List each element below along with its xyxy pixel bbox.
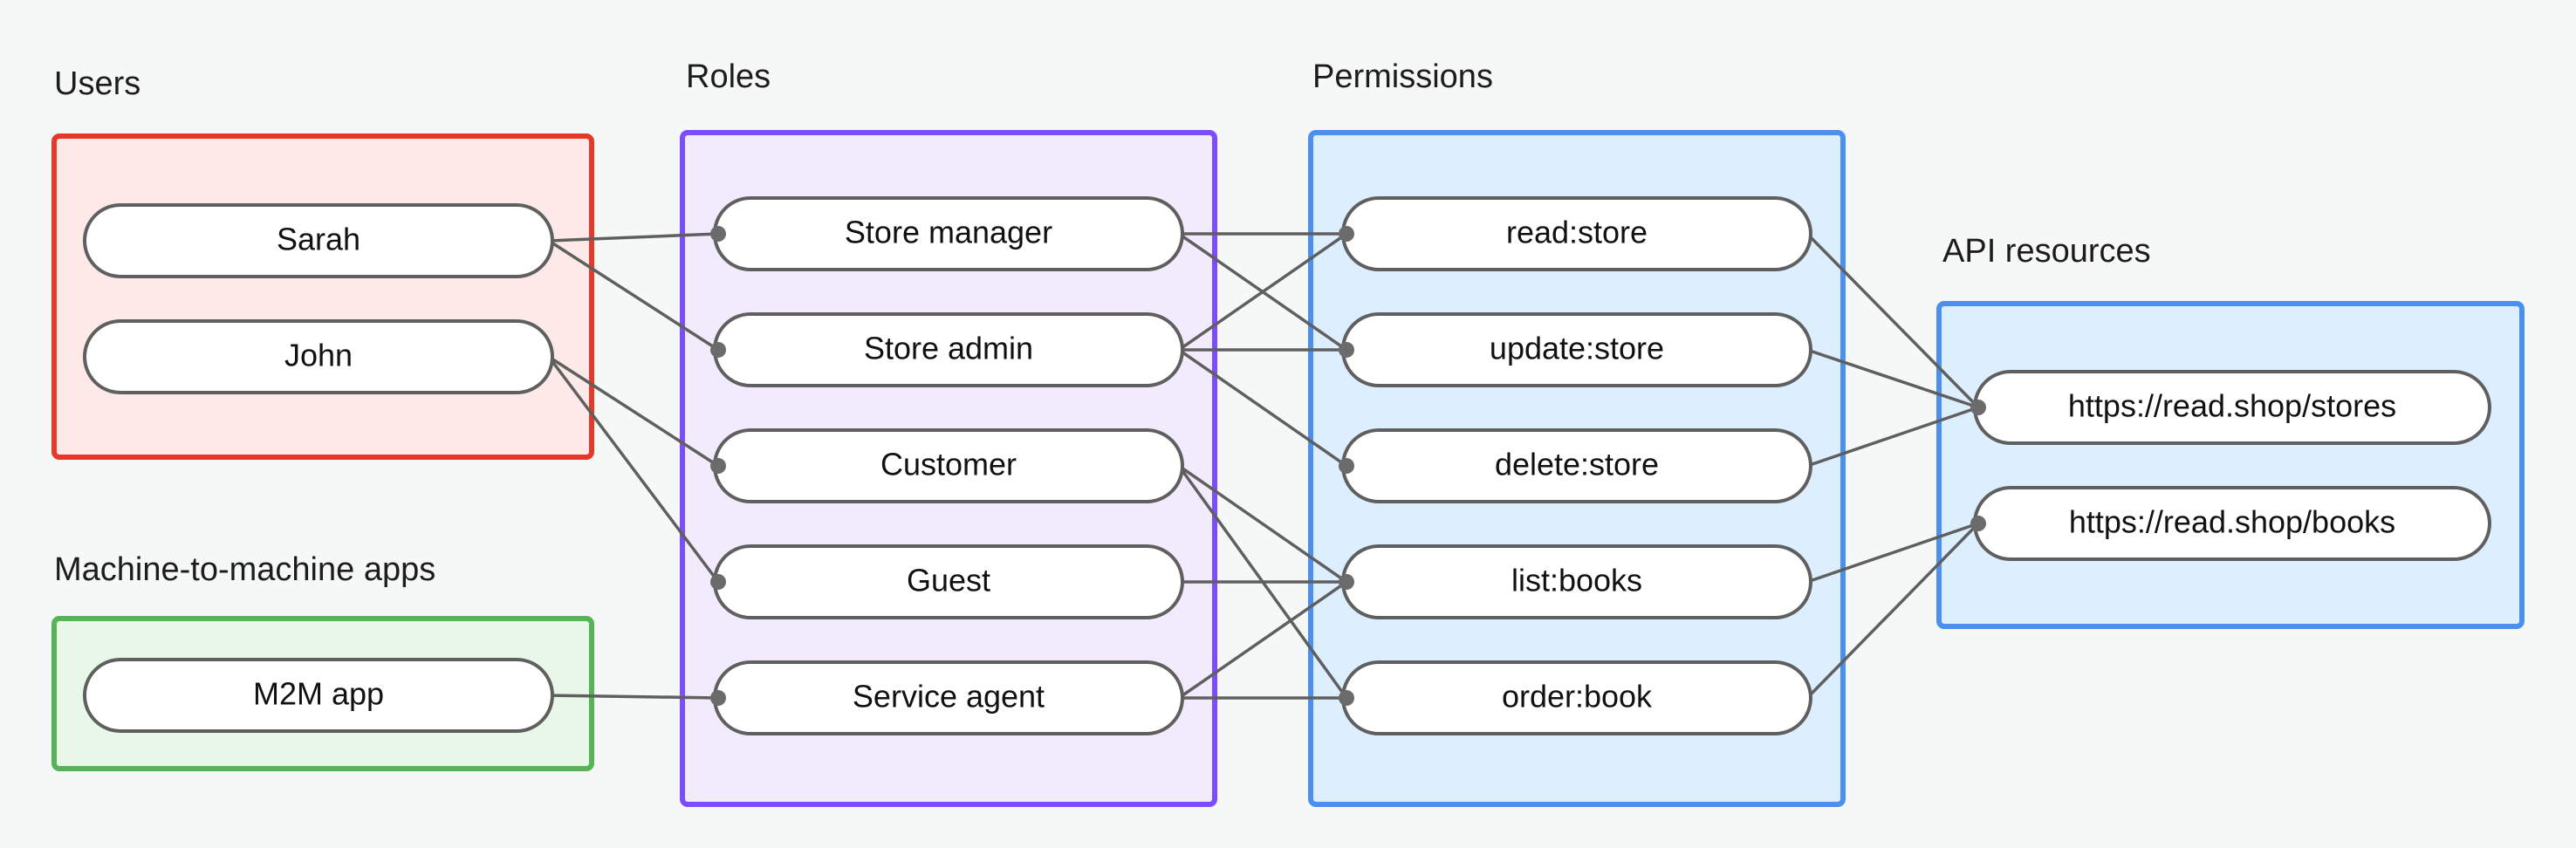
edge-endpoint-update-store bbox=[1339, 342, 1354, 358]
node-label-customer: Customer bbox=[880, 447, 1017, 482]
node-label-delete-store: delete:store bbox=[1495, 447, 1659, 482]
edge-layer bbox=[547, 232, 1980, 700]
edge-endpoint-res-stores bbox=[1970, 400, 1986, 415]
edge-read-store-to-res-stores bbox=[1805, 232, 1980, 409]
node-label-guest: Guest bbox=[907, 563, 990, 598]
edge-order-book-to-res-books bbox=[1805, 522, 1980, 700]
edge-endpoint-store-manager bbox=[710, 226, 726, 242]
node-label-update-store: update:store bbox=[1490, 331, 1664, 366]
edge-john-to-customer bbox=[548, 355, 719, 468]
group-title-m2m: Machine-to-machine apps bbox=[54, 551, 435, 588]
group-title-api-resources: API resources bbox=[1942, 233, 2151, 270]
edge-list-books-to-res-books bbox=[1806, 522, 1979, 584]
node-label-m2mapp: M2M app bbox=[253, 676, 384, 712]
node-label-store-admin: Store admin bbox=[864, 331, 1033, 366]
node-label-store-manager: Store manager bbox=[845, 215, 1052, 250]
group-box-users bbox=[51, 133, 594, 460]
node-label-res-stores: https://read.shop/stores bbox=[2068, 388, 2396, 424]
edge-endpoint-delete-store bbox=[1339, 458, 1354, 474]
node-label-sarah: Sarah bbox=[277, 222, 360, 257]
edge-endpoint-order-book bbox=[1339, 690, 1354, 706]
edge-john-to-guest bbox=[547, 355, 720, 584]
edge-service-agent-to-list-books bbox=[1178, 580, 1347, 700]
edge-endpoint-customer bbox=[710, 458, 726, 474]
group-title-roles: Roles bbox=[686, 58, 771, 95]
edge-update-store-to-res-stores bbox=[1806, 348, 1979, 409]
node-label-res-books: https://read.shop/books bbox=[2069, 504, 2395, 540]
edge-endpoint-store-admin bbox=[710, 342, 726, 358]
edge-endpoint-list-books bbox=[1339, 574, 1354, 590]
node-m2mapp[interactable] bbox=[83, 658, 554, 733]
node-john[interactable] bbox=[83, 319, 554, 394]
node-label-list-books: list:books bbox=[1511, 563, 1642, 598]
node-sarah[interactable] bbox=[83, 203, 554, 278]
node-label-john: John bbox=[284, 338, 353, 373]
node-label-read-store: read:store bbox=[1506, 215, 1648, 250]
group-box-api-resources bbox=[1936, 301, 2525, 629]
edge-sarah-to-store-manager bbox=[548, 232, 719, 243]
group-title-users: Users bbox=[54, 65, 140, 102]
edge-endpoint-guest bbox=[710, 574, 726, 590]
edge-customer-to-list-books bbox=[1178, 464, 1347, 584]
edge-delete-store-to-res-stores bbox=[1806, 406, 1979, 468]
node-label-order-book: order:book bbox=[1502, 679, 1653, 715]
edge-m2mapp-to-service-agent bbox=[548, 694, 719, 700]
group-title-permissions: Permissions bbox=[1312, 58, 1493, 95]
edge-endpoint-service-agent bbox=[710, 690, 726, 706]
edge-endpoint-read-store bbox=[1339, 226, 1354, 242]
edge-sarah-to-store-admin bbox=[548, 239, 719, 352]
node-label-service-agent: Service agent bbox=[853, 679, 1045, 715]
endpoint-layer bbox=[710, 226, 1986, 706]
edge-store-admin-to-read-store bbox=[1178, 232, 1347, 352]
edge-store-admin-to-delete-store bbox=[1178, 348, 1347, 468]
edge-endpoint-res-books bbox=[1970, 516, 1986, 531]
